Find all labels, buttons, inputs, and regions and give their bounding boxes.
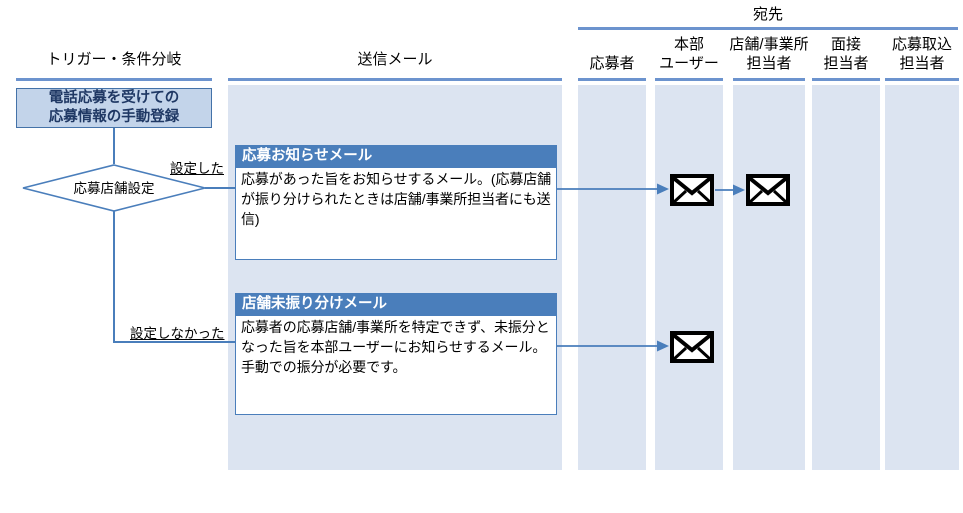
column-rule-store-staff (733, 78, 805, 81)
connector-no-horizontal (113, 341, 235, 343)
connector-no-vertical (113, 211, 115, 341)
column-header-interviewer: 面接 担当者 (823, 36, 869, 72)
branch-label-no: 設定しなかった (130, 326, 225, 341)
group-header-title: 宛先 (752, 6, 783, 23)
mail-card-body: 応募があった旨をお知らせするメール。(応募店舗が振り分けられたときは店舗/事業所… (241, 171, 552, 227)
column-header-mail: 送信メール (357, 51, 433, 68)
column-header-store-staff: 店舗/事業所 担当者 (729, 36, 809, 72)
connector-trigger-to-decision (113, 128, 115, 164)
connector-yes-horizontal (205, 187, 235, 189)
column-header-trigger: トリガー・条件分岐 (46, 51, 182, 68)
mail-card-title: 店舗未振り分けメール (236, 294, 556, 316)
trigger-node[interactable]: 電話応募を受けての 応募情報の手動登録 (16, 88, 212, 128)
column-rule-hq-user (655, 78, 723, 81)
column-band-interviewer (812, 85, 880, 470)
column-header-applicant: 応募者 (589, 55, 635, 72)
column-header-intake-staff: 応募取込 担当者 (891, 36, 952, 72)
decision-label: 応募店舗設定 (73, 180, 155, 196)
column-band-hq-user (655, 85, 723, 470)
column-band-applicant (578, 85, 646, 470)
column-band-store-staff (733, 85, 805, 470)
envelope-icon-hq-user-unassigned-store[interactable] (670, 331, 714, 363)
arrow-hq-user-to-store-staff (715, 184, 745, 196)
column-rule-mail (228, 78, 562, 81)
mail-card-title: 応募お知らせメール (236, 146, 556, 168)
mail-card-body: 応募者の応募店舗/事業所を特定できず、未振分となった旨を本部ユーザーにお知らせす… (241, 319, 550, 375)
envelope-icon-hq-user-apply-notice[interactable] (670, 174, 714, 206)
group-header-rule (578, 27, 958, 30)
column-header-hq-user: 本部 ユーザー (659, 36, 719, 72)
mail-card-unassigned-store[interactable]: 店舗未振り分けメール 応募者の応募店舗/事業所を特定できず、未振分となった旨を本… (235, 293, 557, 415)
envelope-icon-store-staff-apply-notice[interactable] (746, 174, 790, 206)
column-rule-intake-staff (885, 78, 959, 81)
arrow-apply-notice-to-hq-user (557, 183, 669, 195)
column-rule-interviewer (812, 78, 880, 81)
column-rule-applicant (578, 78, 646, 81)
mail-card-apply-notice[interactable]: 応募お知らせメール 応募があった旨をお知らせするメール。(応募店舗が振り分けられ… (235, 145, 557, 260)
branch-label-yes: 設定した (170, 161, 224, 176)
column-rule-trigger (16, 78, 212, 81)
arrow-unassigned-store-to-hq-user (557, 340, 669, 352)
column-band-intake-staff (885, 85, 959, 470)
